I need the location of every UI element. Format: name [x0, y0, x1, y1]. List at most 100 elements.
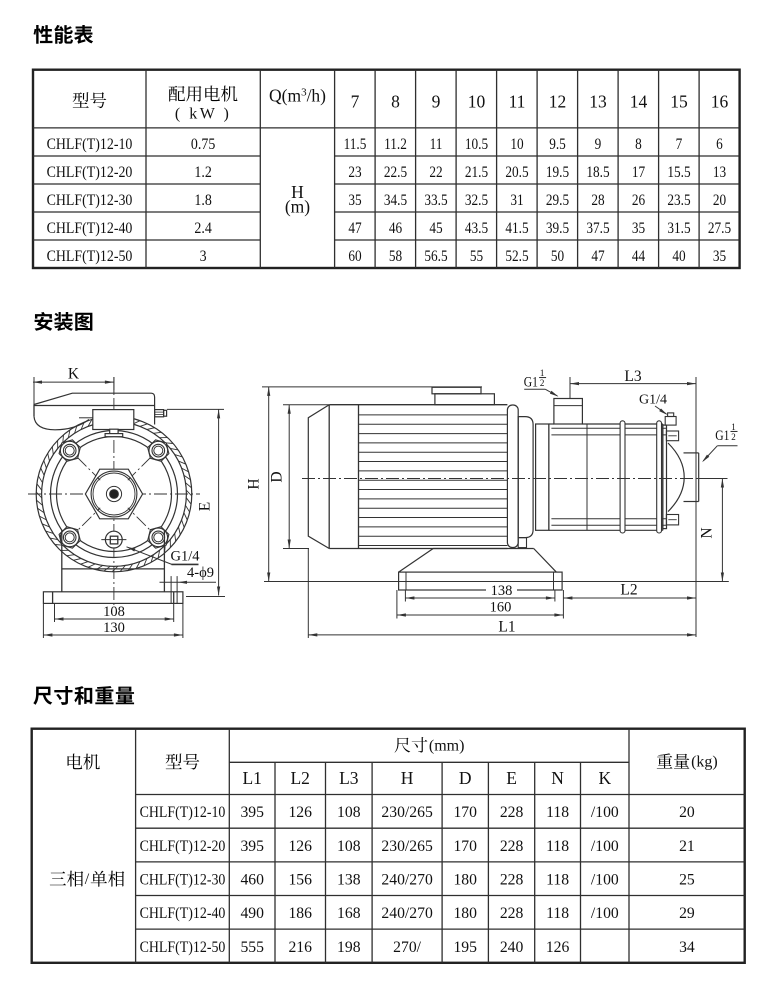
svg-text:CHLF(T)12-30: CHLF(T)12-30 — [140, 872, 226, 889]
svg-text:56.5: 56.5 — [424, 248, 447, 265]
svg-text:126: 126 — [288, 804, 312, 821]
svg-text:29.5: 29.5 — [546, 192, 569, 209]
svg-text:108: 108 — [103, 604, 125, 620]
svg-text:14: 14 — [630, 92, 648, 112]
svg-text:11.2: 11.2 — [384, 136, 407, 153]
svg-text:10: 10 — [468, 92, 486, 112]
svg-text:270/: 270/ — [393, 939, 421, 956]
svg-text:CHLF(T)12-30: CHLF(T)12-30 — [47, 192, 133, 209]
svg-text:180: 180 — [453, 905, 477, 922]
svg-text:CHLF(T)12-40: CHLF(T)12-40 — [47, 220, 133, 237]
svg-text:11.5: 11.5 — [344, 136, 367, 153]
svg-text:26: 26 — [632, 192, 645, 209]
svg-text:0.75: 0.75 — [191, 136, 215, 153]
svg-text:170: 170 — [453, 804, 477, 821]
svg-text:9: 9 — [432, 92, 441, 112]
svg-text:22.5: 22.5 — [384, 164, 407, 181]
svg-text:K: K — [68, 366, 80, 383]
svg-text:118: 118 — [546, 838, 569, 855]
svg-text:28: 28 — [591, 192, 604, 209]
svg-text:118: 118 — [546, 804, 569, 821]
svg-text:39.5: 39.5 — [546, 220, 569, 237]
svg-text:108: 108 — [337, 838, 361, 855]
svg-text:16: 16 — [711, 92, 729, 112]
svg-text:460: 460 — [240, 871, 264, 888]
svg-text:45: 45 — [429, 220, 442, 237]
svg-text:2: 2 — [731, 432, 736, 442]
svg-text:7: 7 — [351, 92, 360, 112]
svg-text:2: 2 — [540, 378, 545, 388]
svg-text:34.5: 34.5 — [384, 192, 407, 209]
svg-text:138: 138 — [337, 871, 361, 888]
svg-text:(m): (m) — [285, 197, 310, 217]
svg-text:240/270: 240/270 — [381, 905, 432, 922]
svg-text:228: 228 — [500, 838, 524, 855]
svg-text:21: 21 — [679, 838, 695, 855]
svg-text:/: / — [85, 871, 90, 888]
svg-text:35: 35 — [348, 192, 361, 209]
svg-text:E: E — [197, 502, 214, 511]
svg-text:CHLF(T)12-50: CHLF(T)12-50 — [140, 939, 226, 956]
svg-text:31.5: 31.5 — [667, 220, 690, 237]
svg-text:CHLF(T)12-50: CHLF(T)12-50 — [47, 248, 133, 265]
svg-text:240: 240 — [500, 939, 524, 956]
svg-text:CHLF(T)12-40: CHLF(T)12-40 — [140, 905, 226, 922]
svg-text:11: 11 — [509, 92, 526, 112]
svg-text:1.2: 1.2 — [194, 164, 211, 181]
svg-text:130: 130 — [103, 620, 125, 636]
svg-text:23.5: 23.5 — [667, 192, 690, 209]
svg-text:118: 118 — [546, 871, 569, 888]
svg-text:D: D — [269, 471, 286, 482]
svg-text:555: 555 — [240, 939, 264, 956]
svg-text:/100: /100 — [591, 804, 619, 821]
svg-text:CHLF(T)12-10: CHLF(T)12-10 — [140, 804, 226, 821]
svg-text:1.8: 1.8 — [194, 192, 211, 209]
svg-text:G1/4: G1/4 — [639, 393, 667, 408]
svg-text:228: 228 — [500, 905, 524, 922]
svg-text:108: 108 — [337, 804, 361, 821]
svg-text:44: 44 — [632, 248, 646, 265]
svg-text:40: 40 — [672, 248, 685, 265]
svg-text:17: 17 — [632, 164, 645, 181]
svg-text:(mm): (mm) — [429, 737, 465, 754]
svg-text:170: 170 — [453, 838, 477, 855]
svg-text:34: 34 — [679, 939, 695, 956]
svg-text:13: 13 — [589, 92, 607, 112]
svg-text:47: 47 — [591, 248, 604, 265]
svg-text:490: 490 — [240, 905, 264, 922]
svg-text:N: N — [551, 768, 564, 788]
svg-text:CHLF(T)12-20: CHLF(T)12-20 — [47, 164, 133, 181]
svg-text:198: 198 — [337, 939, 361, 956]
svg-text:G1: G1 — [524, 373, 538, 390]
svg-text:H: H — [401, 768, 414, 788]
svg-text:22: 22 — [429, 164, 442, 181]
svg-text:8: 8 — [391, 92, 400, 112]
svg-text:156: 156 — [288, 871, 312, 888]
svg-text:52.5: 52.5 — [505, 248, 528, 265]
svg-text:33.5: 33.5 — [424, 192, 447, 209]
svg-text:15.5: 15.5 — [667, 164, 690, 181]
svg-text:1: 1 — [731, 422, 736, 432]
svg-text:L3: L3 — [339, 768, 359, 788]
svg-text:15: 15 — [670, 92, 688, 112]
svg-text:10.5: 10.5 — [465, 136, 488, 153]
svg-text:35: 35 — [632, 220, 645, 237]
svg-text:Q(m3/h): Q(m3/h) — [269, 86, 326, 106]
svg-text:H: H — [246, 478, 263, 489]
svg-text:L2: L2 — [620, 582, 637, 599]
svg-text:12: 12 — [549, 92, 567, 112]
svg-text:23: 23 — [348, 164, 361, 181]
svg-text:168: 168 — [337, 905, 361, 922]
svg-text:13: 13 — [713, 164, 726, 181]
svg-text:10: 10 — [510, 136, 523, 153]
svg-text:H: H — [291, 182, 304, 202]
svg-text:46: 46 — [389, 220, 402, 237]
svg-text:20: 20 — [713, 192, 726, 209]
svg-text:L3: L3 — [624, 368, 641, 385]
svg-text:18.5: 18.5 — [586, 164, 609, 181]
svg-text:9.5: 9.5 — [549, 136, 566, 153]
svg-text:1: 1 — [540, 368, 545, 378]
svg-text:11: 11 — [430, 136, 443, 153]
svg-text:240/270: 240/270 — [381, 871, 432, 888]
svg-text:25: 25 — [679, 871, 695, 888]
